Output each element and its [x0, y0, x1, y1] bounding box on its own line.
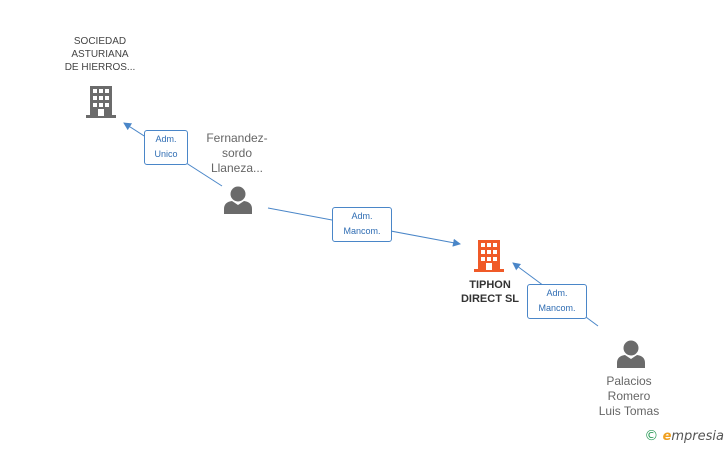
node-label-fernandez[interactable]: Fernandez- sordo Llaneza...: [206, 131, 268, 175]
edge-label-adm-mancom-fernandez: Adm. Mancom.: [332, 207, 392, 242]
person-icon[interactable]: [617, 340, 645, 369]
person-icon[interactable]: [224, 186, 252, 215]
building-icon[interactable]: [474, 240, 504, 272]
node-label-palacios[interactable]: Palacios Romero Luis Tomas: [598, 374, 660, 418]
empresia-logo: © empresia: [644, 428, 724, 444]
brand-initial: e: [662, 429, 672, 444]
edge-label-adm-mancom-palacios: Adm. Mancom.: [527, 284, 587, 319]
node-label-tiphon[interactable]: TIPHON DIRECT SL: [460, 279, 520, 305]
node-label-sociedad[interactable]: SOCIEDAD ASTURIANA DE HIERROS...: [64, 36, 136, 73]
copyright-icon: ©: [644, 428, 659, 444]
brand-name: mpresia: [671, 429, 724, 444]
edge-label-adm-unico: Adm. Unico: [144, 130, 188, 165]
building-icon[interactable]: [86, 86, 116, 118]
